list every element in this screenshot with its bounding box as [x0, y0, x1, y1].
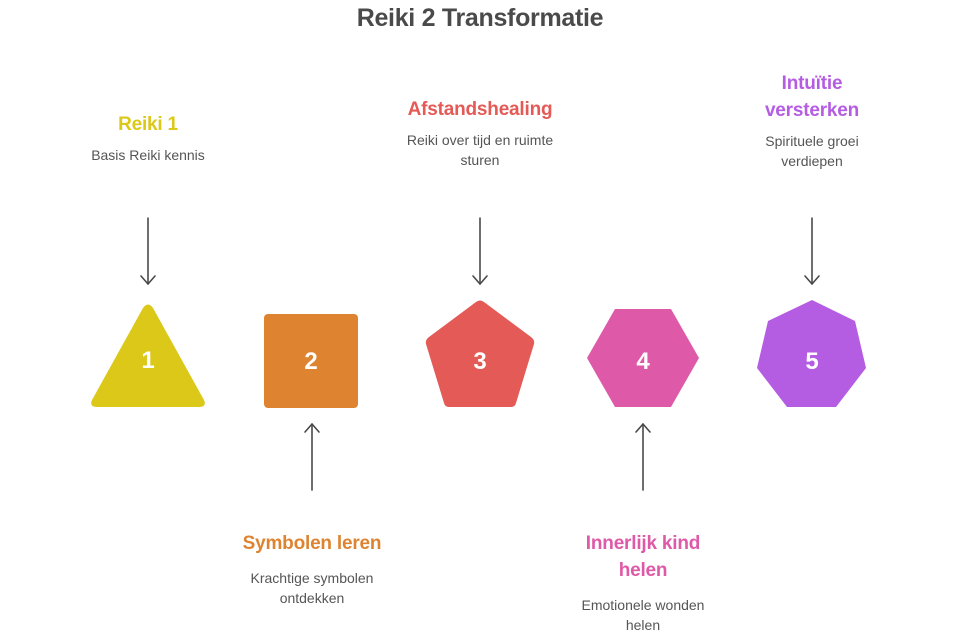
pentagon-shape — [425, 300, 535, 407]
step-3-number: 3 — [473, 348, 486, 375]
step-3-description: Reiki over tijd en ruimte sturen — [406, 132, 554, 168]
step-5-node: 5 — [757, 300, 866, 407]
arrow-down-5 — [804, 217, 820, 285]
step-3-node: 3 — [425, 300, 535, 407]
hexagon-shape — [587, 309, 699, 407]
triangle-shape — [91, 304, 205, 407]
step-1-heading: Reiki 1 — [118, 114, 178, 135]
arrow-down-3 — [472, 217, 488, 285]
step-5-label: Intuïtie versterken Spirituele groei ver… — [712, 70, 912, 171]
arrow-down-1 — [140, 217, 156, 285]
step-3-label: Afstandshealing Reiki over tijd en ruimt… — [380, 96, 580, 170]
step-4-description: Emotionele wonden helen — [581, 597, 705, 633]
step-2-description: Krachtige symbolen ontdekken — [250, 570, 374, 606]
step-2-heading: Symbolen leren — [242, 533, 382, 554]
step-5-number: 5 — [805, 348, 818, 375]
step-4-node: 4 — [587, 309, 699, 407]
step-2-number: 2 — [304, 348, 317, 375]
step-2-node: 2 — [264, 314, 358, 408]
step-2-label: Symbolen leren Krachtige symbolen ontdek… — [212, 530, 412, 608]
step-4-label: Innerlijk kind helen Emotionele wonden h… — [543, 530, 743, 635]
arrow-up-4 — [635, 423, 651, 491]
heptagon-shape — [757, 300, 866, 407]
step-5-description: Spirituele groei verdiepen — [765, 133, 859, 169]
arrow-up-2 — [304, 423, 320, 491]
step-4-number: 4 — [636, 348, 650, 375]
diagram-title: Reiki 2 Transformatie — [356, 4, 604, 32]
step-1-description: Basis Reiki kennis — [91, 147, 205, 163]
step-5-heading: Intuïtie versterken — [764, 73, 860, 121]
step-1-label: Reiki 1 Basis Reiki kennis — [48, 111, 248, 165]
step-4-heading: Innerlijk kind helen — [585, 533, 701, 581]
step-1-node: 1 — [91, 304, 205, 407]
square-shape — [264, 314, 358, 408]
step-1-number: 1 — [141, 347, 154, 374]
step-3-heading: Afstandshealing — [407, 99, 553, 120]
